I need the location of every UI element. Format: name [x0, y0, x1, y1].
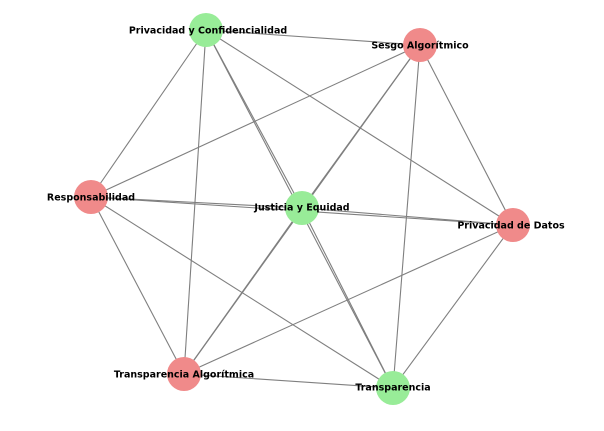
edge-sesgo-algoritmico-responsabilidad — [90, 44, 421, 198]
edge-sesgo-algoritmico-privacidad-datos — [419, 44, 514, 226]
node-transparencia-algoritmica[interactable] — [167, 357, 201, 391]
edge-justicia-equidad-privacidad-datos — [301, 207, 514, 226]
edge-privacidad-confidencialidad-responsabilidad — [90, 29, 207, 198]
node-privacidad-confidencialidad[interactable] — [189, 13, 223, 47]
edge-responsabilidad-transparencia-algoritmica — [90, 196, 185, 375]
edge-privacidad-confidencialidad-sesgo-algoritmico — [205, 29, 421, 46]
node-layer — [74, 13, 530, 405]
node-label-privacidad-confidencialidad: Privacidad y Confidencialidad — [129, 26, 287, 37]
node-privacidad-datos[interactable] — [496, 208, 530, 242]
node-label-justicia-equidad: Justicia y Equidad — [253, 203, 349, 214]
node-justicia-equidad[interactable] — [285, 191, 319, 225]
node-label-transparencia: Transparencia — [355, 383, 430, 394]
node-transparencia[interactable] — [376, 371, 410, 405]
edge-justicia-equidad-transparencia — [301, 207, 394, 389]
node-sesgo-algoritmico[interactable] — [403, 28, 437, 62]
edge-privacidad-confidencialidad-privacidad-datos — [205, 29, 514, 226]
node-label-privacidad-datos: Privacidad de Datos — [457, 221, 565, 232]
node-label-transparencia-algoritmica: Transparencia Algorítmica — [114, 370, 254, 381]
edge-privacidad-datos-transparencia — [392, 224, 514, 389]
edge-transparencia-algoritmica-transparencia — [183, 373, 394, 389]
node-responsabilidad[interactable] — [74, 180, 108, 214]
node-label-sesgo-algoritmico: Sesgo Algorítmico — [371, 41, 469, 52]
node-label-responsabilidad: Responsabilidad — [47, 193, 135, 204]
edge-justicia-equidad-transparencia-algoritmica — [183, 207, 303, 375]
edge-privacidad-datos-transparencia-algoritmica — [183, 224, 514, 375]
